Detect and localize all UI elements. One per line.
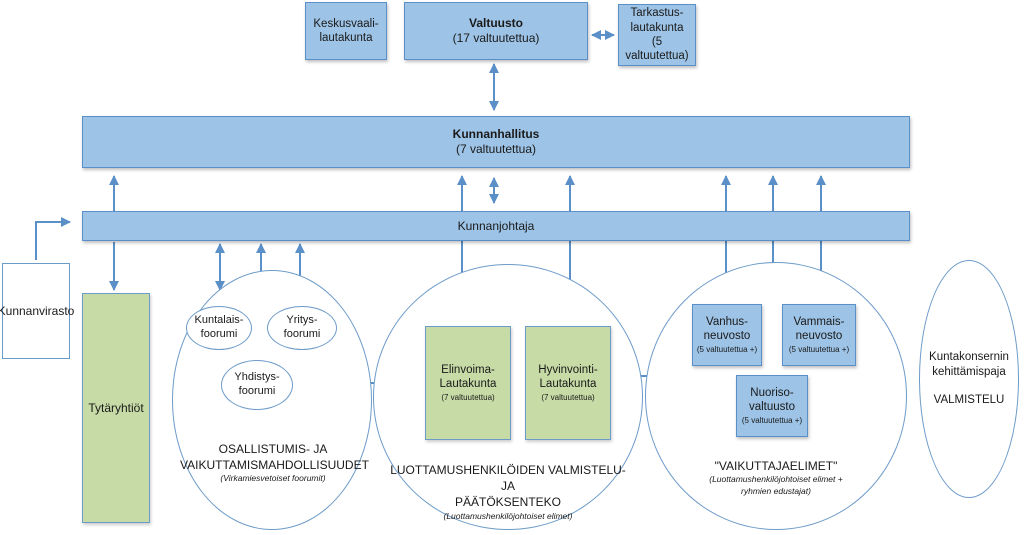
- election-board-line2: lautakunta: [319, 32, 373, 44]
- office-title: Kunnanvirasto: [0, 303, 75, 318]
- wellbeing-line2: Lautakunta: [539, 378, 597, 390]
- residents-forum[interactable]: Kuntalais- foorumi: [186, 306, 252, 350]
- audit-board-line1: Tarkastus-: [630, 7, 684, 20]
- elderly-council-box[interactable]: Vanhus- neuvosto (5 valtuutettua +): [692, 304, 762, 366]
- associations-forum-line2: foorumi: [238, 385, 276, 397]
- forums-caption-line2: VAIKUTTAMISMAHDOLLISUUDET: [180, 458, 369, 473]
- audit-board-line3: (5 valtuutettua): [625, 36, 689, 63]
- wellbeing-line1: Hyvinvointi-: [538, 363, 598, 376]
- influence-caption-line3: ryhmien edustajat): [741, 485, 811, 496]
- election-board-line1: Keskusvaali-: [313, 17, 379, 30]
- audit-board-box[interactable]: Tarkastus- lautakunta (5 valtuutettua): [618, 4, 696, 66]
- associations-forum[interactable]: Yhdistys- foorumi: [221, 360, 293, 410]
- elderly-sub: (5 valtuutettua +): [696, 345, 758, 355]
- board-bar[interactable]: Kunnanhallitus (7 valtuutettua): [82, 116, 910, 168]
- forums-caption-line3: (Virkamiesvetoiset foorumit): [220, 473, 326, 484]
- council-sub: (17 valtuutettua): [452, 31, 540, 45]
- workshop-line1: Kuntakonsernin: [929, 351, 1009, 364]
- disability-council-box[interactable]: Vammais- neuvosto (5 valtuutettua +): [782, 304, 856, 366]
- youth-sub: (5 valtuutettua +): [741, 416, 803, 426]
- youth-line2: valtuusto: [748, 401, 796, 413]
- forums-caption-line1: OSALLISTUMIS- JA: [218, 442, 328, 456]
- board-sub: (7 valtuutettua): [455, 142, 537, 156]
- subsidiaries-box[interactable]: Tytäryhtiöt: [82, 293, 150, 523]
- forums-caption: OSALLISTUMIS- JA VAIKUTTAMISMAHDOLLISUUD…: [180, 441, 369, 485]
- vitality-line2: Lautakunta: [439, 378, 497, 390]
- business-forum[interactable]: Yritys- foorumi: [267, 306, 337, 350]
- business-forum-line2: foorumi: [283, 328, 321, 340]
- council-box[interactable]: Valtuusto (17 valtuutettua): [404, 2, 588, 60]
- arrow-office-manager: [35, 217, 71, 260]
- associations-forum-line1: Yhdistys-: [234, 371, 280, 384]
- board-title: Kunnanhallitus: [452, 127, 540, 141]
- committees-caption-line3: (Luottamushenkilöjohtoiset elimet): [443, 510, 573, 521]
- residents-forum-line2: foorumi: [200, 328, 238, 340]
- office-box[interactable]: Kunnanvirasto: [0, 263, 74, 359]
- manager-title: Kunnanjohtaja: [457, 218, 535, 233]
- council-title: Valtuusto: [468, 16, 523, 30]
- disability-line2: neuvosto: [795, 330, 843, 342]
- audit-board-line2: lautakunta: [630, 21, 684, 34]
- committees-caption: LUOTTAMUSHENKILÖIDEN VALMISTELU- JA PÄÄT…: [388, 462, 628, 522]
- subsidiaries-title: Tytäryhtiöt: [88, 400, 144, 415]
- wellbeing-committee-box[interactable]: Hyvinvointi- Lautakunta (7 valtuutettua): [525, 326, 611, 440]
- election-board-box[interactable]: Keskusvaali- lautakunta: [305, 2, 387, 60]
- committees-caption-line1: LUOTTAMUSHENKILÖIDEN VALMISTELU- JA: [390, 463, 626, 494]
- committees-caption-line2: PÄÄTÖKSENTEKO: [454, 495, 562, 510]
- influence-caption: "VAIKUTTAJAELIMET" (Luottamushenkilöjoht…: [680, 458, 872, 497]
- elderly-line2: neuvosto: [703, 330, 751, 342]
- vitality-sub: (7 valtuutettua): [441, 393, 495, 403]
- wellbeing-sub: (7 valtuutettua): [541, 393, 595, 403]
- elderly-line1: Vanhus-: [706, 315, 748, 328]
- youth-council-box[interactable]: Nuoriso- valtuusto (5 valtuutettua +): [736, 375, 808, 437]
- residents-forum-line1: Kuntalais-: [194, 314, 244, 327]
- workshop-line3: VALMISTELU: [933, 394, 1005, 407]
- workshop-ellipse[interactable]: Kuntakonsernin kehittämispaja VALMISTELU: [919, 260, 1019, 498]
- business-forum-line1: Yritys-: [286, 314, 318, 327]
- youth-line1: Nuoriso-: [750, 386, 794, 399]
- vitality-line1: Elinvoima-: [441, 363, 495, 376]
- workshop-line2: kehittämispaja: [932, 365, 1006, 378]
- influence-caption-line1: "VAIKUTTAJAELIMET": [714, 459, 838, 473]
- disability-line1: Vammais-: [793, 315, 845, 328]
- influence-caption-line2: (Luottamushenkilöjohtoiset elimet +: [709, 474, 843, 485]
- disability-sub: (5 valtuutettua +): [788, 345, 850, 355]
- vitality-committee-box[interactable]: Elinvoima- Lautakunta (7 valtuutettua): [425, 326, 511, 440]
- manager-bar[interactable]: Kunnanjohtaja: [82, 211, 910, 241]
